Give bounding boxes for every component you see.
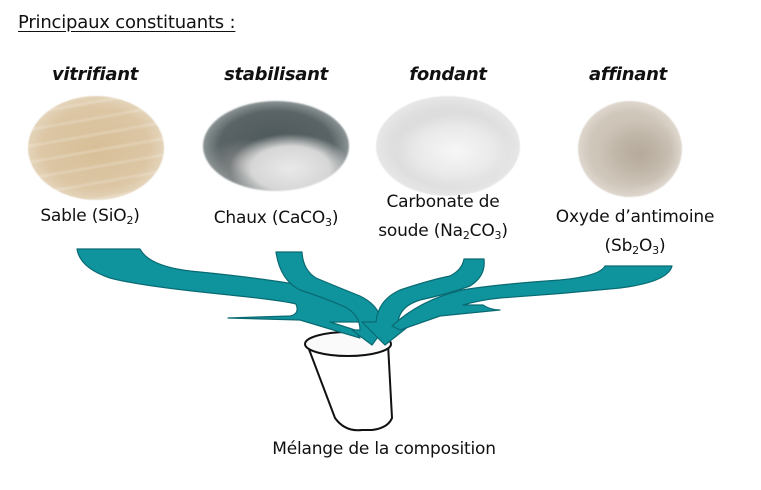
diagram-title: Principaux constituants :: [18, 12, 236, 33]
lime-powder-photo: [203, 101, 349, 191]
subscript: 2: [632, 244, 639, 257]
cup-icon: [304, 331, 394, 432]
constituent-name-sable: Sable (SiO2): [40, 202, 140, 231]
name-line-1: Oxyde d’antimoine: [555, 207, 715, 227]
sand-photo: [28, 96, 164, 200]
arrow-fondant-icon: [361, 258, 485, 346]
subscript: 3: [325, 216, 332, 229]
antimony-oxide-powder-photo: [578, 101, 682, 197]
constituent-name-chaux: Chaux (CaCO3): [214, 204, 339, 233]
role-label-stabilisant: stabilisant: [224, 64, 328, 85]
constituent-name-carbonate-de-soude: Carbonate de soude (Na2CO3): [378, 188, 508, 246]
name-text: (Sb: [604, 236, 633, 256]
name-text: Chaux (CaCO: [213, 208, 326, 228]
role-label-affinant: affinant: [589, 64, 667, 85]
name-text: Sable (SiO: [40, 206, 127, 226]
subscript: 3: [494, 229, 502, 242]
subscript: 2: [462, 229, 470, 242]
arrow-affinant-icon: [391, 265, 673, 331]
name-text: ): [501, 221, 508, 241]
container-label: Mélange de la composition: [272, 439, 496, 459]
name-text: ): [658, 236, 666, 256]
name-line-2: (Sb2O3): [556, 232, 714, 261]
role-label-vitrifiant: vitrifiant: [51, 64, 139, 85]
role-label-fondant: fondant: [409, 64, 487, 85]
subscript: 3: [652, 244, 659, 257]
name-text: soude (Na: [378, 221, 463, 241]
constituent-name-oxyde-d-antimoine: Oxyde d’antimoine (Sb2O3): [555, 203, 715, 261]
name-line-1: Carbonate de: [386, 192, 500, 212]
name-text: ): [331, 208, 339, 228]
name-text: ): [133, 206, 140, 226]
name-line-2: soude (Na2CO3): [378, 217, 508, 246]
soda-ash-powder-photo: [376, 96, 520, 196]
subscript: 2: [126, 214, 134, 227]
arrow-vitrifiant-icon: [76, 248, 371, 339]
name-text: CO: [469, 221, 495, 241]
name-text: O: [638, 236, 653, 256]
